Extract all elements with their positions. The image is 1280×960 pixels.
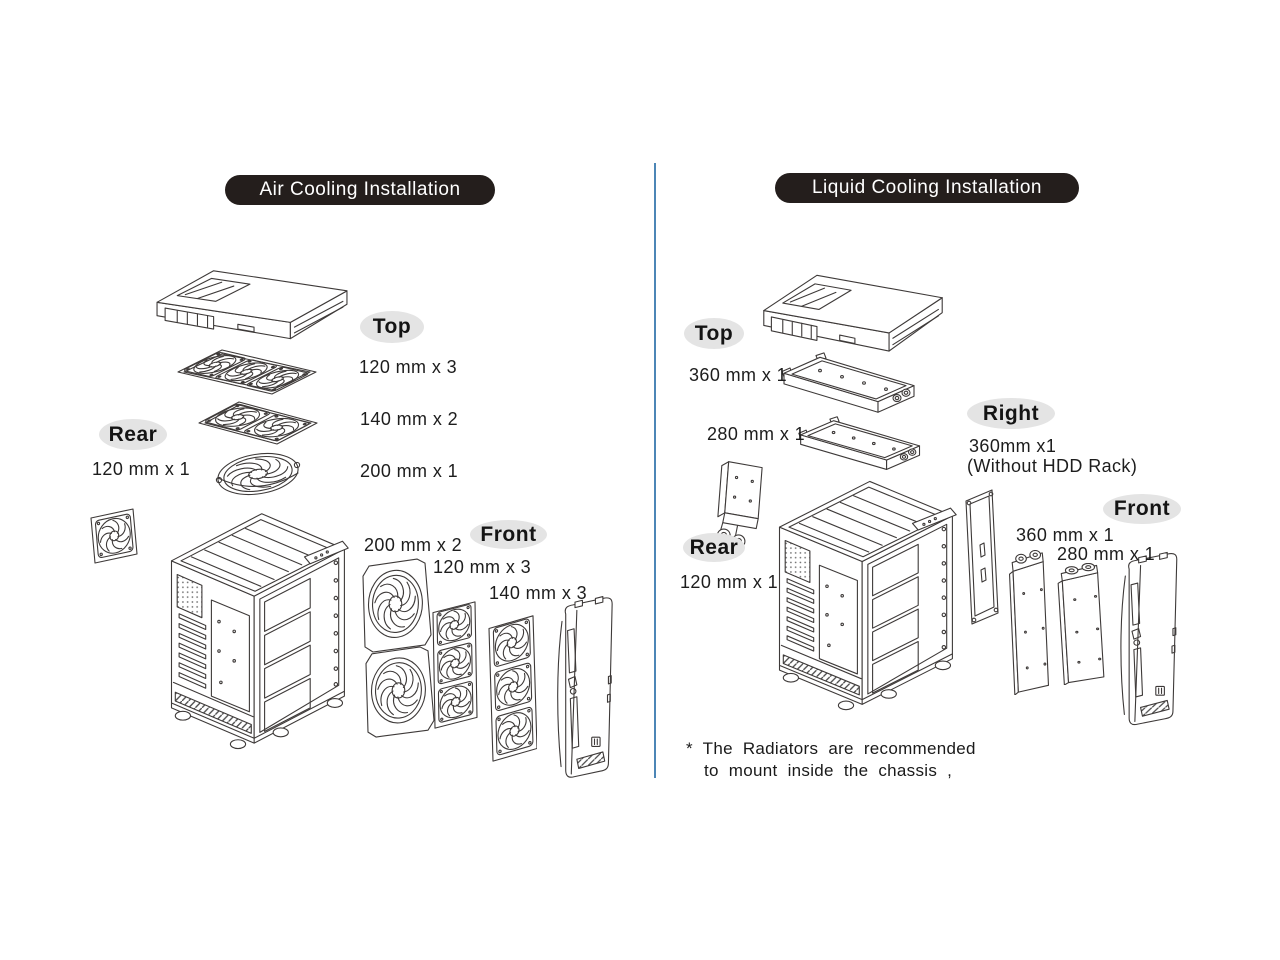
liquid-front-position-label: Front [1103,494,1181,524]
radiator-footnote-line2: to mount inside the chassis , [704,761,953,780]
air-top-fan-spec: 140 mm x 2 [360,409,459,429]
air-front-fan-200-drawing [353,556,433,653]
air-fan-tray-120x3-drawing [176,346,318,399]
liquid-rear-position-label: Rear [683,533,745,562]
liquid-right-radiator-spec: 360mm x1 [969,436,1057,456]
air-top-cover-drawing [156,270,348,340]
liquid-top-position-label: Top [684,318,744,349]
liquid-radiator-360-drawing [781,352,915,413]
liquid-right-radiator-note: (Without HDD Rack) [967,456,1138,476]
liquid-rear-fan-spec: 120 mm x 1 [680,572,779,592]
air-top-fan-spec: 200 mm x 1 [360,461,459,481]
liquid-top-radiator-spec: 280 mm x 1 [707,424,806,444]
air-front-fan-column-140x3-drawing [487,609,537,767]
liquid-front-radiator-360-drawing [1009,550,1049,695]
air-section-header: Air Cooling Installation [225,175,495,205]
air-rear-fan-spec: 120 mm x 1 [92,459,191,479]
air-fan-tray-140x2-drawing [197,398,319,448]
air-front-fan-column-120x3-drawing [431,597,478,733]
air-rear-position-label: Rear [99,419,167,450]
air-front-fan-spec: 200 mm x 2 [364,535,463,555]
radiator-footnote-line1: * The Radiators are recommended [686,739,976,758]
liquid-front-radiator-spec: 360 mm x 1 [1016,525,1115,545]
air-front-panel-drawing [557,596,613,778]
air-rear-fan-drawing [87,504,141,568]
liquid-top-radiator-spec: 360 mm x 1 [689,365,788,385]
air-front-fan-spec: 140 mm x 3 [489,583,588,603]
air-top-fan-spec: 120 mm x 3 [359,357,458,377]
liquid-front-radiator-spec: 280 mm x 1 [1057,544,1156,564]
liquid-section-header: Liquid Cooling Installation [775,173,1079,203]
air-top-position-label: Top [360,311,424,343]
air-front-fan-spec: 120 mm x 3 [433,557,532,577]
liquid-right-position-label: Right [967,398,1055,429]
air-chassis-drawing [170,513,349,750]
liquid-front-panel-drawing [1120,551,1178,726]
air-fan-200-drawing [214,450,302,498]
liquid-chassis-drawing [778,480,957,711]
section-divider [654,163,656,778]
air-front-fan-200-drawing [356,644,436,738]
liquid-right-radiator-drawing [965,489,999,625]
air-front-position-label: Front [470,520,547,549]
liquid-front-radiator-280-drawing [1057,563,1105,685]
liquid-radiator-280-drawing [798,416,921,470]
